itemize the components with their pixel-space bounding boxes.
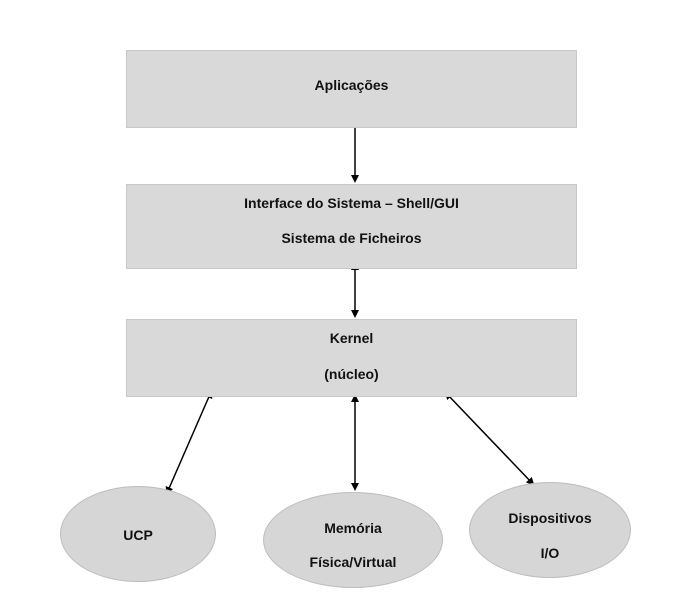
connector-kernel-ucp — [165, 390, 213, 495]
kernel-label: Kernel — [329, 330, 374, 346]
filesystem-label: Sistema de Ficheiros — [281, 230, 422, 246]
resource-ucp: UCP — [60, 486, 216, 582]
interface-label: Interface do Sistema – Shell/GUI — [244, 195, 459, 211]
layer-interface: Interface do Sistema – Shell/GUI Sistema… — [126, 184, 577, 269]
connector-kernel-devices — [444, 391, 535, 486]
resource-devices: Dispositivos I/O — [469, 482, 631, 578]
resource-memory: Memória Física/Virtual — [263, 492, 443, 588]
memory-type-label: Física/Virtual — [309, 554, 397, 570]
memory-label: Memória — [324, 520, 382, 536]
layer-applications: Aplicações — [126, 50, 577, 128]
kernel-subtitle: (núcleo) — [324, 366, 379, 382]
devices-io-label: I/O — [540, 545, 560, 561]
devices-label: Dispositivos — [508, 510, 592, 526]
ucp-label: UCP — [123, 527, 153, 543]
applications-label: Aplicações — [314, 77, 389, 93]
layer-kernel: Kernel (núcleo) — [126, 319, 577, 397]
